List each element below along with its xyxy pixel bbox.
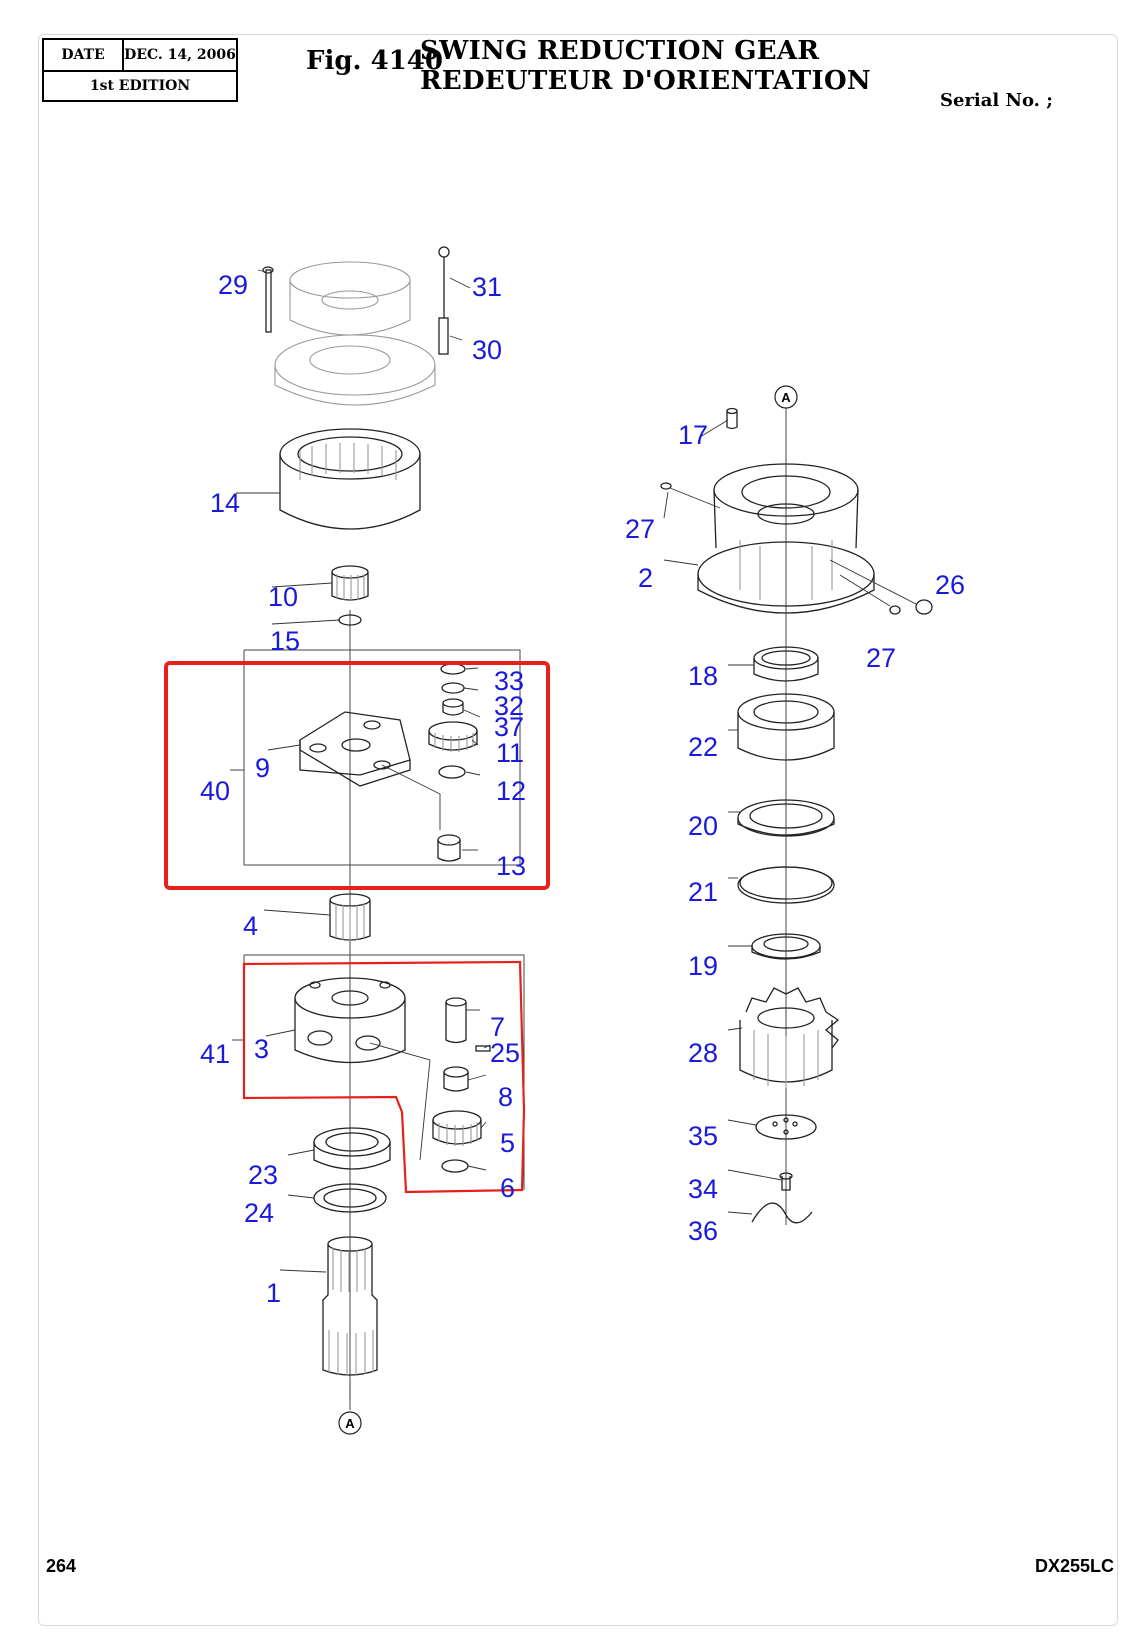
plug-27-lower [839, 574, 901, 615]
bearing-23 [313, 1127, 391, 1170]
snap-ring-33 [440, 663, 466, 675]
callout-17: 17 [678, 420, 708, 450]
callout-31: 31 [472, 272, 502, 302]
bearing-race-18 [753, 646, 819, 682]
callout-12: 12 [496, 776, 526, 806]
callout-15: 15 [270, 626, 300, 656]
o-ring-21 [737, 866, 835, 904]
callout-23: 23 [248, 1160, 278, 1190]
bearing-22 [737, 693, 835, 761]
sun-gear-10 [331, 565, 369, 601]
callout-32: 32 [494, 691, 524, 721]
callout-20: 20 [688, 811, 718, 841]
bolt-29 [262, 266, 274, 333]
callout-30: 30 [472, 335, 502, 365]
callout-22: 22 [688, 732, 718, 762]
title-french: REDEUTEUR D'ORIENTATION [420, 66, 871, 96]
callout-11: 11 [496, 738, 524, 768]
callout-35: 35 [688, 1121, 718, 1151]
spring-pin-25 [475, 1045, 491, 1052]
gear-housing-2 [697, 463, 875, 614]
callout-25: 25 [490, 1038, 520, 1068]
callout-14: 14 [210, 488, 240, 518]
figure-number: Fig. 4140 [306, 46, 443, 76]
callout-7: 7 [490, 1012, 505, 1042]
callout-41: 41 [200, 1039, 230, 1069]
leader-carrier-pins [369, 1042, 431, 1161]
callout-29: 29 [218, 270, 248, 300]
date-value: DEC. 14, 2006 [124, 47, 236, 63]
callout-28: 28 [688, 1038, 718, 1068]
callout-1: 1 [266, 1278, 281, 1308]
callout-19: 19 [688, 951, 718, 981]
callout-37: 37 [494, 712, 524, 742]
callout-26: 26 [935, 570, 965, 600]
ref-a-top-label: A [781, 390, 791, 405]
callout-8: 8 [498, 1082, 513, 1112]
bracket-41 [232, 954, 525, 1190]
date-edition-box: DATE DEC. 14, 2006 1st EDITION [42, 38, 238, 102]
reference-mark-a-top: A [774, 385, 798, 409]
bushing-8 [443, 1066, 469, 1092]
callout-24: 24 [244, 1198, 274, 1228]
callout-21: 21 [688, 877, 718, 907]
callout-6: 6 [500, 1173, 515, 1203]
callout-3: 3 [254, 1034, 269, 1064]
callout-labels: 29 31 30 14 17 27 2 26 27 10 15 33 32 37… [200, 270, 965, 1308]
ref-a-bottom-label: A [345, 1416, 355, 1431]
plug-27-upper [660, 482, 721, 509]
model-code: DX255LC [1035, 1556, 1115, 1576]
plug-26 [829, 559, 933, 615]
planet-gear-11 [428, 721, 478, 752]
callout-10: 10 [268, 582, 298, 612]
sun-gear-4 [329, 893, 371, 941]
bearing-37 [442, 698, 464, 716]
lock-wire-36 [751, 1202, 813, 1224]
motor-mount-housing [274, 261, 436, 406]
highlight-outline-41 [242, 960, 526, 1194]
callout-4: 4 [243, 911, 258, 941]
callout-5: 5 [500, 1128, 515, 1158]
reference-mark-a-bottom: A [338, 1380, 362, 1435]
callout-40: 40 [200, 776, 230, 806]
leader-lines [236, 269, 783, 1273]
date-row: DATE DEC. 14, 2006 [44, 40, 236, 72]
serial-number-label: Serial No. ; [940, 90, 1053, 111]
callout-13: 13 [496, 851, 526, 881]
callout-36: 36 [688, 1216, 718, 1246]
date-label: DATE [44, 40, 124, 70]
output-shaft-1 [322, 1236, 378, 1376]
callout-18: 18 [688, 661, 718, 691]
bracket-40 [230, 649, 521, 866]
callout-27-lower: 27 [866, 643, 896, 673]
thrust-washer-12 [438, 765, 466, 779]
callout-27-upper: 27 [625, 514, 655, 544]
leader-pin [381, 764, 441, 830]
edition-label: 1st EDITION [89, 78, 191, 94]
planet-carrier-3 [294, 977, 406, 1064]
thrust-washer-6 [441, 1159, 469, 1173]
highlight-box-40 [164, 661, 550, 890]
title-english: SWING REDUCTION GEAR [420, 36, 820, 66]
bolt-34 [779, 1172, 793, 1191]
callout-33: 33 [494, 666, 524, 696]
pin-13 [437, 834, 461, 862]
tube-30 [438, 317, 449, 355]
dipstick-31 [438, 246, 450, 318]
retainer-plate-35 [755, 1114, 817, 1140]
callout-2: 2 [638, 563, 653, 593]
planet-gear-5 [432, 1110, 482, 1146]
pinion-28 [739, 987, 840, 1088]
page-number: 264 [46, 1556, 77, 1576]
planet-pin-7 [445, 997, 467, 1044]
pin-17 [726, 407, 738, 430]
carrier-plate-9 [299, 711, 411, 787]
seal-ring-20 [737, 799, 835, 837]
ring-gear-14 [279, 428, 421, 530]
drawing-sheet [38, 34, 1118, 1626]
washer-32 [441, 682, 465, 694]
callout-34: 34 [688, 1174, 718, 1204]
callout-9: 9 [255, 753, 270, 783]
